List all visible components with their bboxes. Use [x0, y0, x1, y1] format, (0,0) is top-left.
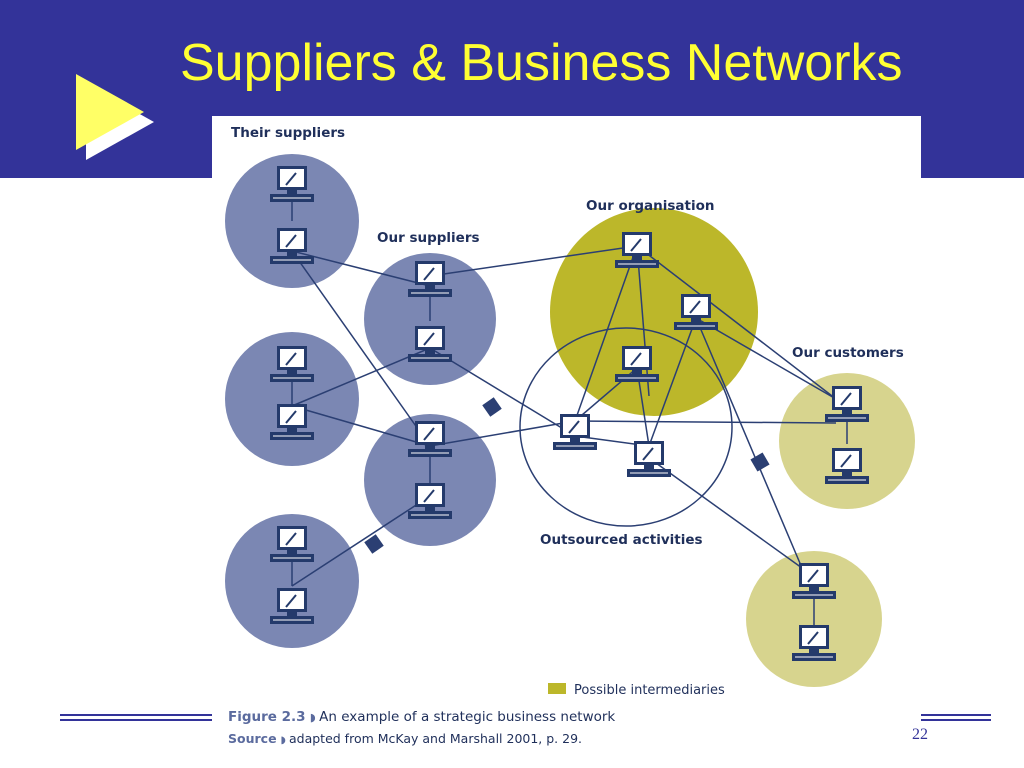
slide-title: Suppliers & Business Networks [180, 34, 903, 92]
intermediary-diamond-icon [364, 534, 384, 554]
link-line [695, 317, 803, 569]
link-line [636, 245, 650, 397]
network-diagram: Their suppliers Our suppliers Our organi… [225, 125, 915, 746]
link-line [574, 245, 638, 422]
intermediary-diamond-icon [482, 397, 502, 417]
page-number: 22 [912, 726, 928, 743]
footer-rule-left [60, 719, 212, 721]
link-line [574, 420, 837, 424]
link-line [291, 405, 431, 447]
figure-caption: Figure 2.3 ◗ An example of a strategic b… [228, 709, 615, 725]
link-line [291, 250, 431, 447]
intermediary-diamond-icon [750, 452, 770, 472]
link-line [636, 245, 837, 400]
outsourced-activities-label: Outsourced activities [540, 532, 703, 548]
source-label: Source [228, 731, 277, 746]
link-line [648, 317, 697, 447]
source-text: adapted from McKay and Marshall 2001, p.… [289, 731, 582, 746]
our-customers-label: Our customers [792, 345, 904, 361]
our-organisation-label: Our organisation [586, 198, 715, 214]
network-figure: Their suppliers Our suppliers Our organi… [212, 116, 921, 751]
footer-rule-right [921, 714, 991, 716]
link-line [291, 347, 431, 407]
source-caption: Source ◗ adapted from McKay and Marshall… [228, 731, 582, 746]
figure-title: An example of a strategic business netwo… [319, 709, 615, 725]
legend-swatch [548, 683, 566, 694]
outsourced-activities-ellipse [519, 327, 733, 527]
link-line [429, 245, 638, 277]
our-organisation-circle [550, 208, 758, 416]
link-line [648, 457, 803, 569]
figure-number: Figure 2.3 [228, 709, 306, 725]
footer-rule-left [60, 714, 212, 716]
bullet-arrow-icon [76, 74, 154, 160]
their-suppliers-label: Their suppliers [231, 125, 345, 141]
link-line [429, 347, 576, 437]
footer-rule-right [921, 719, 991, 721]
caption-arrow-icon: ◗ [310, 711, 319, 724]
computer-icon [626, 440, 672, 478]
link-line [429, 420, 576, 447]
source-arrow-icon: ◗ [281, 735, 289, 746]
our-suppliers-label: Our suppliers [377, 230, 480, 246]
link-line [291, 495, 431, 587]
computer-icon [552, 413, 598, 451]
link-line [695, 317, 837, 400]
legend-label: Possible intermediaries [574, 683, 725, 698]
link-line [291, 250, 431, 287]
